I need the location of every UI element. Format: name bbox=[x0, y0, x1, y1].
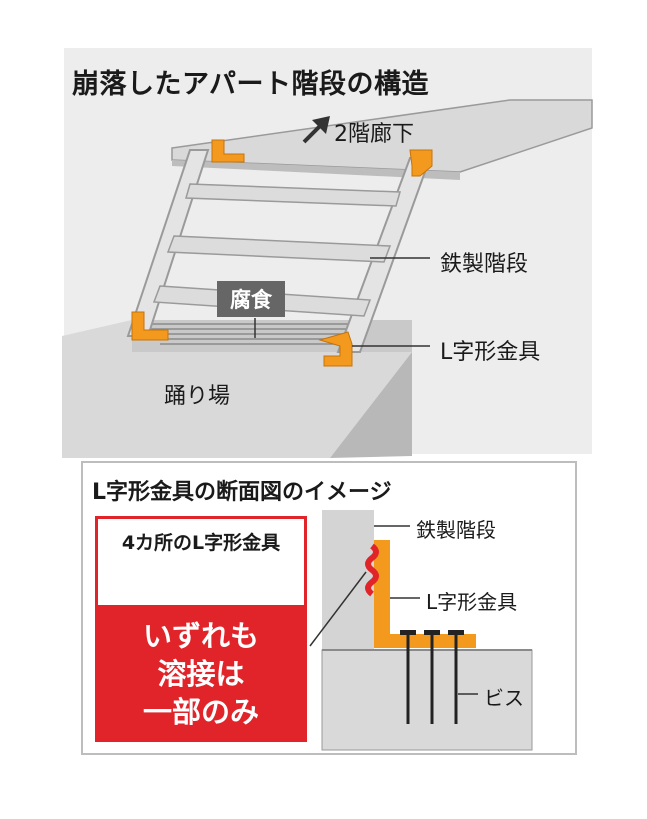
panel-title: L字形金具の断面図のイメージ bbox=[92, 480, 392, 505]
label-second-floor-corridor: 2階廊下 bbox=[334, 122, 414, 147]
panel-label-l-bracket: L字形金具 bbox=[426, 590, 518, 614]
weld-callout-line-3: 一部のみ bbox=[142, 695, 259, 729]
weld-callout-line-2: 溶接は bbox=[157, 657, 245, 691]
l-brackets-main bbox=[131, 139, 433, 367]
label-iron-stairs: 鉄製階段 bbox=[440, 252, 529, 277]
arrow-icon bbox=[302, 116, 330, 144]
weld-callout: いずれも 溶接は 一部のみ bbox=[95, 606, 307, 742]
label-landing: 踊り場 bbox=[164, 384, 231, 409]
label-l-bracket: L字形金具 bbox=[440, 340, 541, 365]
panel-label-screw: ビス bbox=[484, 686, 524, 710]
diagram-title: 崩落したアパート階段の構造 bbox=[72, 69, 429, 100]
second-floor-corridor bbox=[171, 99, 593, 180]
four-bracket-box: 4カ所のL字形金具 bbox=[95, 516, 307, 608]
panel-label-iron-stairs: 鉄製階段 bbox=[416, 518, 496, 542]
four-bracket-box-title: 4カ所のL字形金具 bbox=[121, 532, 281, 554]
leader-lines bbox=[254, 257, 430, 347]
corrosion-tag: 腐食 bbox=[217, 281, 285, 317]
weld-callout-line-1: いずれも bbox=[142, 619, 259, 653]
cross-section bbox=[309, 510, 533, 751]
